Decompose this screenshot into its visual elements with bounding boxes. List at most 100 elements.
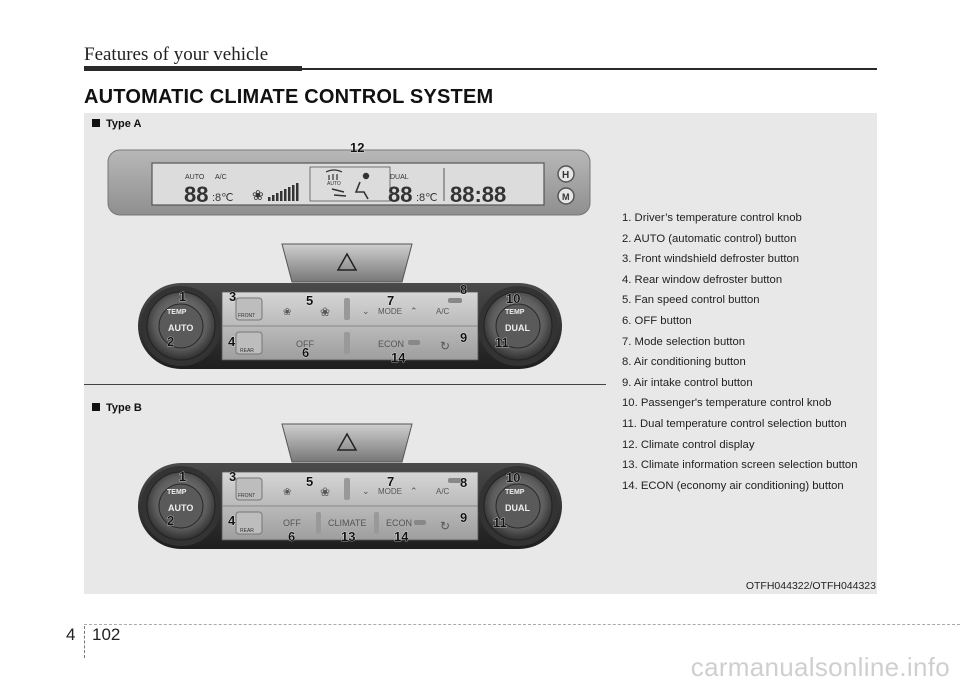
temp-label: TEMP (505, 489, 525, 496)
dual-button[interactable] (495, 303, 541, 349)
off-label: OFF (283, 518, 301, 528)
mode-down-icon: ⌄ (362, 486, 370, 496)
section-title: AUTOMATIC CLIMATE CONTROL SYSTEM (84, 86, 494, 108)
auto-button[interactable] (158, 483, 204, 529)
fan-mode-separator (344, 298, 350, 320)
temp-label: TEMP (505, 309, 525, 316)
callout-1: 1 (179, 469, 186, 484)
callout-7: 7 (387, 293, 394, 308)
front-label: FRONT (238, 313, 255, 319)
type-a-label: Type A (92, 118, 141, 130)
dual-label: DUAL (505, 323, 530, 333)
bullet-square-icon (92, 403, 100, 411)
display-ac: A/C (215, 174, 227, 181)
callout-9: 9 (460, 330, 467, 345)
econ-label: ECON (386, 518, 412, 528)
temp-label: TEMP (167, 489, 187, 496)
rear-defrost-button[interactable] (235, 511, 263, 535)
watermark: carmanualsonline.info (690, 652, 950, 682)
mode-up-icon: ⌃ (410, 486, 418, 496)
front-defrost-button[interactable] (235, 477, 263, 501)
display-m-button[interactable] (557, 187, 575, 205)
callout-numbers: 12 1 2 3 4 5 6 7 8 9 10 11 14 1 2 3 4 5 … (167, 140, 521, 545)
legend-item: 14. ECON (economy air conditioning) butt… (622, 479, 844, 492)
display-clock: 88:88 (450, 182, 506, 207)
display-temp-left: 88 (184, 182, 208, 207)
off-climate-separator (316, 512, 321, 534)
type-a-panel: TEMP AUTO TEMP DUAL FRONT ❀ ❀ ⌄ MODE ⌃ A… (138, 243, 562, 369)
econ-indicator (408, 340, 420, 345)
callout-11: 11 (495, 335, 509, 350)
defrost-icon (325, 169, 343, 180)
type-b-label: Type B (92, 402, 142, 414)
type-b-text: Type B (106, 402, 142, 414)
mode-label: MODE (378, 487, 402, 496)
hazard-icon (336, 432, 358, 451)
hazard-button[interactable] (281, 243, 413, 283)
header-title: Features of your vehicle (84, 44, 269, 65)
chapter-number: 4 (66, 625, 76, 644)
callout-14: 14 (391, 350, 406, 365)
page-separator (84, 626, 85, 658)
air-intake-icon: ↻ (440, 519, 450, 533)
legend-item: 7. Mode selection button (622, 335, 746, 348)
air-intake-icon: ↻ (440, 339, 450, 353)
figure-code: OTFH044322/OTFH044323 (745, 580, 876, 592)
legend-item: 6. OFF button (622, 314, 692, 327)
econ-indicator (414, 520, 426, 525)
callout-2: 2 (167, 334, 174, 349)
callout-12: 12 (350, 140, 364, 155)
callout-6: 6 (288, 529, 295, 544)
dual-label: DUAL (505, 503, 530, 513)
legend-item: 9. Air intake control button (622, 376, 753, 389)
seat-person-icon (331, 172, 370, 200)
callout-8: 8 (460, 475, 467, 490)
display-temp-right: 88 (388, 182, 412, 207)
fan-level-bars (268, 183, 299, 201)
display-m-label: M (562, 192, 570, 202)
legend-item: 5. Fan speed control button (622, 294, 760, 307)
callout-5: 5 (306, 293, 313, 308)
off-label: OFF (296, 339, 314, 349)
front-label: FRONT (238, 493, 255, 499)
callout-4: 4 (228, 513, 236, 528)
callout-14: 14 (394, 529, 409, 544)
type-divider (84, 384, 606, 385)
climate-label: CLIMATE (328, 518, 366, 528)
ac-indicator (448, 298, 462, 303)
header-rule-thin (302, 68, 877, 70)
fan-icon: ❀ (252, 187, 264, 203)
hazard-button[interactable] (281, 423, 413, 463)
mode-label: MODE (378, 307, 402, 316)
display-h-button[interactable] (557, 165, 575, 183)
legend-item: 11. Dual temperature control selection b… (622, 417, 847, 430)
temp-label: TEMP (167, 309, 187, 316)
display-dual: DUAL (390, 174, 409, 181)
fan-up-icon: ❀ (320, 485, 330, 499)
component-legend: 1. Driver’s temperature control knob 2. … (622, 208, 857, 496)
fan-down-icon: ❀ (283, 307, 291, 318)
legend-item: 2. AUTO (automatic control) button (622, 232, 797, 245)
callout-3: 3 (229, 289, 236, 304)
econ-label: ECON (378, 339, 404, 349)
rear-defrost-button[interactable] (235, 331, 263, 355)
rear-label: REAR (240, 348, 254, 354)
type-a-text: Type A (106, 118, 142, 130)
bullet-square-icon (92, 119, 100, 127)
front-defrost-button[interactable] (235, 297, 263, 321)
dual-button[interactable] (495, 483, 541, 529)
callout-6: 6 (302, 345, 309, 360)
callout-4: 4 (228, 334, 236, 349)
ac-label: A/C (436, 307, 450, 316)
legend-item: 10. Passenger's temperature control knob (622, 397, 832, 410)
off-econ-separator (344, 332, 350, 354)
auto-button[interactable] (158, 303, 204, 349)
callout-2: 2 (167, 513, 174, 528)
callout-5: 5 (306, 474, 313, 489)
legend-item: 4. Rear window defroster button (622, 273, 783, 286)
climate-econ-separator (374, 512, 379, 534)
legend-item: 3. Front windshield defroster button (622, 253, 800, 266)
ac-indicator (448, 478, 462, 483)
callout-7: 7 (387, 474, 394, 489)
